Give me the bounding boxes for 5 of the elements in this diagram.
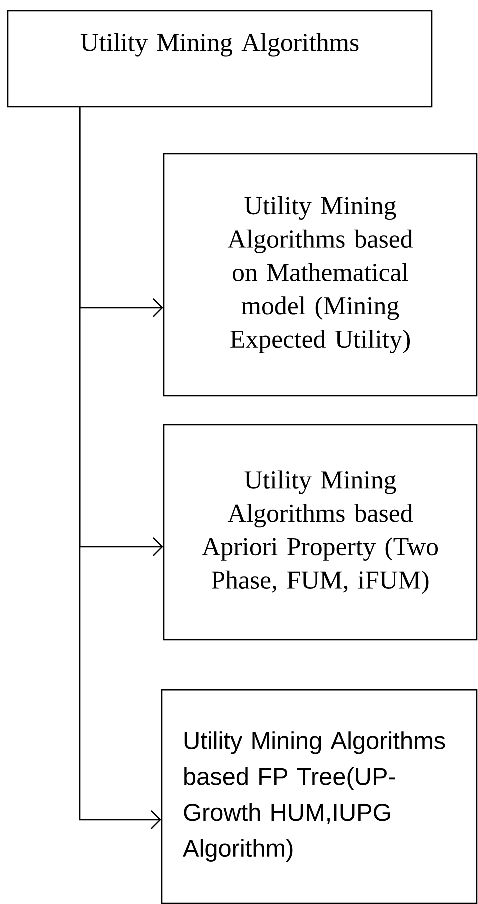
arrow [79, 108, 162, 830]
process-box: Utility Mining Algorithms based FP Tree(UP-Growth HUM,IUPG Algorithm) [161, 689, 478, 904]
process-box: Utility Mining Algorithms based Apriori Property (Two Phase, FUM, iFUM) [163, 424, 478, 641]
process-box: Utility Mining Algorithms [7, 10, 433, 108]
process-box: Utility Mining Algorithms based on Mathematical model (Mining Expected Utility) [163, 153, 478, 397]
